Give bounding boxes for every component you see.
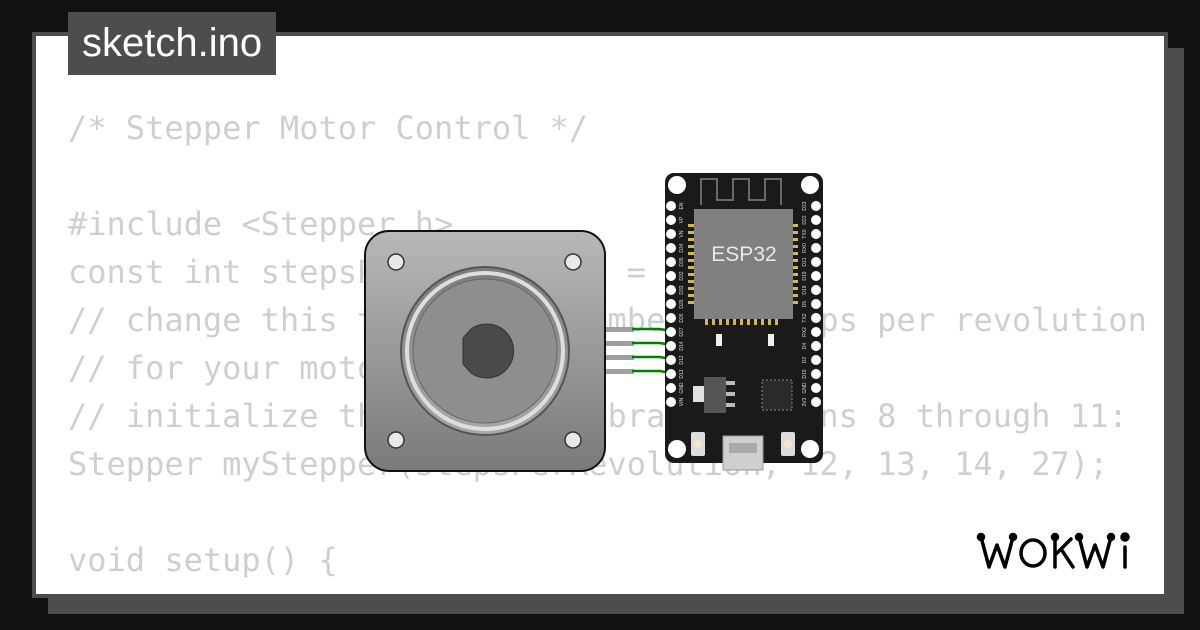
pin-label: RX2 [802,327,808,337]
pin-label: D35 [679,257,685,266]
pin-label: D25 [679,299,685,308]
smd-component [716,334,722,346]
screw-hole [564,253,582,271]
pin-label: GND [802,382,808,394]
file-tab[interactable]: sketch.ino [68,12,277,75]
esp32-module [694,209,793,319]
pin-label: D18 [802,285,808,294]
pin-label: D15 [802,369,808,378]
mount-hole [668,176,686,194]
pin-label: TX2 [802,313,808,322]
pin-label: VN [679,230,685,237]
pin-label: VP [679,216,685,223]
smd-component [768,334,774,346]
code-line: #include <Stepper.h> [68,205,454,243]
pin-label: EN [679,202,685,209]
pin-label: D13 [679,369,685,378]
pin-label: D26 [679,313,685,322]
motor-shaft [462,323,515,379]
screw-hole [387,253,405,271]
stepper-motor[interactable] [364,230,606,472]
pin-label: D23 [802,201,808,210]
wokwi-logo [976,532,1130,569]
mount-hole [801,176,819,194]
pin-label: D12 [679,355,685,364]
pin-label: GND [679,382,685,394]
pin-label: D27 [679,327,685,336]
pin-label: D2 [802,357,808,364]
pin-label: D5 [802,301,808,308]
pin-label: D19 [802,271,808,280]
pin-label: 3V3 [802,397,808,406]
mount-hole [801,440,819,458]
voltage-regulator [704,377,726,413]
screw-hole [564,431,582,449]
esp32-board[interactable]: ESP32 EN VP VN D34 D35 D32 [665,173,823,471]
pin-label: D4 [802,343,808,350]
pin-label: D32 [679,271,685,280]
code-line: // set the speed at 60 rpm: [68,584,1164,594]
pin-label: RX0 [802,243,808,253]
usb-uart-chip [761,379,793,411]
code-line: void setup() { [68,541,338,579]
motor-wires [604,327,672,375]
code-line: /* Stepper Motor Control */ [68,109,589,147]
pin-label: D22 [802,215,808,224]
screw-hole [387,431,405,449]
chip-label: ESP32 [711,243,776,266]
pin-label: D21 [802,257,808,266]
antenna-trace [700,178,782,205]
pin-label: TX0 [802,229,808,238]
pin-label: D14 [679,341,685,350]
mount-hole [668,440,686,458]
pin-label: VIN [679,397,685,406]
pin-label: D34 [679,243,685,252]
pin-label: D33 [679,285,685,294]
